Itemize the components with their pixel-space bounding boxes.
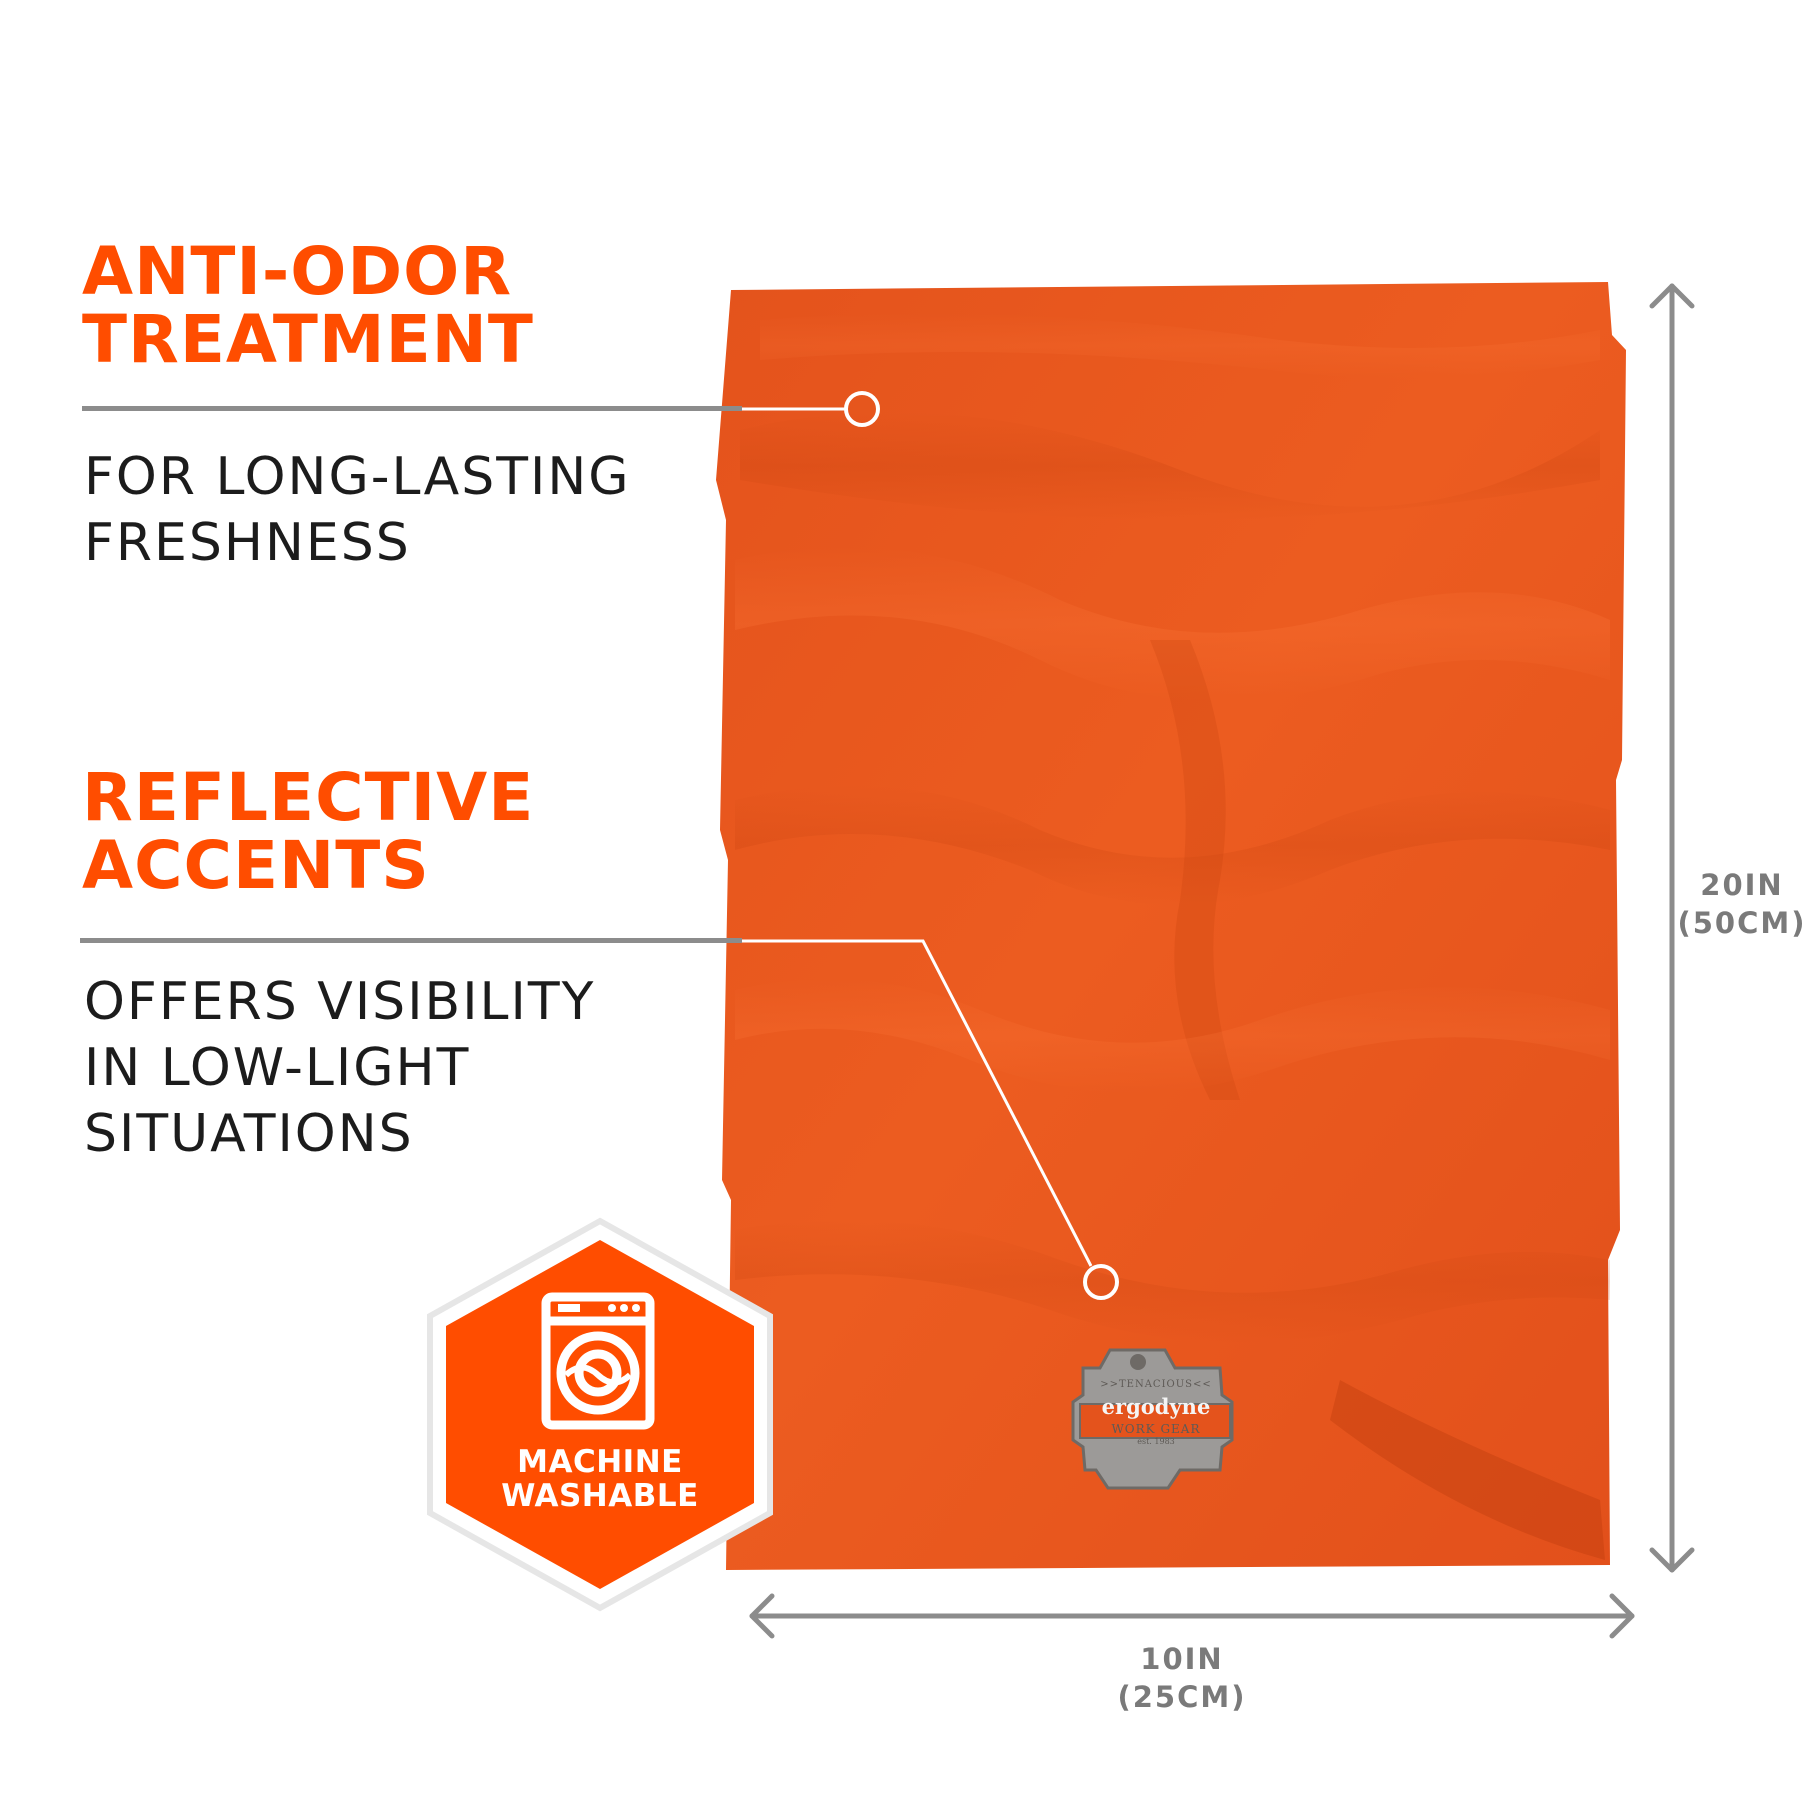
callout-dot-anti-odor bbox=[844, 391, 880, 427]
height-dimension-metric: (50CM) bbox=[1677, 906, 1807, 940]
feature-desc-line: OFFERS VISIBILITY bbox=[84, 972, 596, 1032]
fabric-folds bbox=[735, 313, 1610, 1560]
divider-reflective bbox=[80, 938, 742, 943]
badge-label-line: WASHABLE bbox=[501, 1478, 699, 1514]
logo-text: >>TENACIOUS<< ergodyne WORK GEAR est. 19… bbox=[1078, 1378, 1234, 1447]
width-dimension-metric: (25CM) bbox=[1117, 1680, 1247, 1714]
width-dimension-label: 10IN (25CM) bbox=[1112, 1640, 1252, 1716]
feature-desc-line: FRESHNESS bbox=[84, 513, 411, 573]
logo-tagline: >>TENACIOUS<< bbox=[1100, 1379, 1212, 1390]
ergodyne-logo-patch bbox=[1071, 1348, 1234, 1490]
feature-desc-reflective: OFFERS VISIBILITY IN LOW-LIGHT SITUATION… bbox=[84, 969, 595, 1167]
feature-heading-line: ANTI-ODOR bbox=[82, 233, 513, 310]
height-dimension-imperial: 20IN bbox=[1700, 868, 1784, 902]
callout-line-reflective bbox=[740, 939, 1093, 1267]
height-dimension-label: 20IN (50CM) bbox=[1672, 866, 1812, 942]
feature-desc-line: SITUATIONS bbox=[84, 1104, 414, 1164]
feature-heading-line: ACCENTS bbox=[82, 827, 430, 904]
width-dimension-imperial: 10IN bbox=[1140, 1642, 1224, 1676]
badge-label: MACHINE WASHABLE bbox=[460, 1445, 740, 1513]
logo-est: est. 1983 bbox=[1137, 1437, 1175, 1446]
width-dimension-arrow bbox=[749, 1593, 1635, 1639]
feature-desc-line: IN LOW-LIGHT bbox=[84, 1038, 471, 1098]
washing-machine-icon bbox=[541, 1292, 655, 1430]
feature-heading-line: REFLECTIVE bbox=[82, 759, 535, 836]
height-dimension-arrow bbox=[1649, 283, 1695, 1573]
callout-dot-reflective bbox=[1083, 1264, 1119, 1300]
logo-workgear: WORK GEAR bbox=[1111, 1422, 1201, 1436]
logo-brand: ergodyne bbox=[1101, 1394, 1211, 1419]
machine-washable-badge bbox=[427, 1217, 773, 1612]
badge-label-line: MACHINE bbox=[517, 1444, 683, 1480]
divider-anti-odor bbox=[82, 406, 742, 411]
feature-heading-reflective: REFLECTIVE ACCENTS bbox=[82, 764, 534, 900]
washing-machine-dials bbox=[558, 1304, 640, 1312]
feature-heading-anti-odor: ANTI-ODOR TREATMENT bbox=[82, 238, 534, 374]
feature-desc-line: FOR LONG-LASTING bbox=[84, 447, 631, 507]
feature-heading-line: TREATMENT bbox=[82, 301, 534, 378]
feature-desc-anti-odor: FOR LONG-LASTING FRESHNESS bbox=[84, 444, 631, 576]
